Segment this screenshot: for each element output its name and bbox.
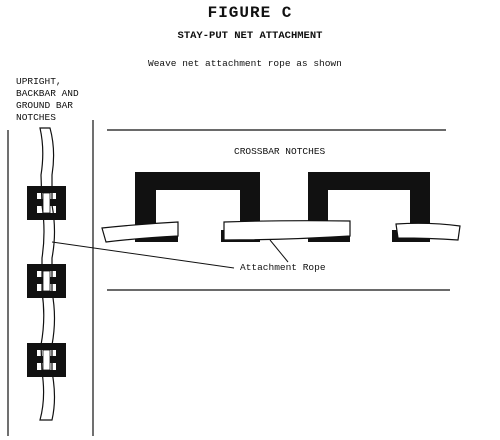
side-label-line-2: BACKBAR AND <box>16 88 79 99</box>
crossbar-notches-label: CROSSBAR NOTCHES <box>234 146 326 157</box>
crossbar-notch-1 <box>135 172 260 242</box>
crossbar-rope-segment-2 <box>223 220 351 241</box>
upright-notch-3 <box>27 343 66 377</box>
crossbar-rope-segment-3 <box>395 222 461 241</box>
rope-leader-line-right <box>269 239 289 263</box>
upright-notch-2 <box>27 264 66 298</box>
crossbar-rope-segment-1 <box>101 221 179 243</box>
side-label-line-4: NOTCHES <box>16 112 56 123</box>
upright-notch-1 <box>27 186 66 220</box>
side-label-line-3: GROUND BAR <box>16 100 74 111</box>
crossbar-notch-2 <box>308 172 430 242</box>
figure-title: FIGURE C <box>207 4 293 22</box>
attachment-rope-label: Attachment Rope <box>240 262 326 273</box>
side-label-line-1: UPRIGHT, <box>16 76 62 87</box>
figure-subtitle: STAY-PUT NET ATTACHMENT <box>177 30 323 42</box>
instruction-text: Weave net attachment rope as shown <box>148 58 342 69</box>
rope-leader-line-left <box>51 241 235 269</box>
